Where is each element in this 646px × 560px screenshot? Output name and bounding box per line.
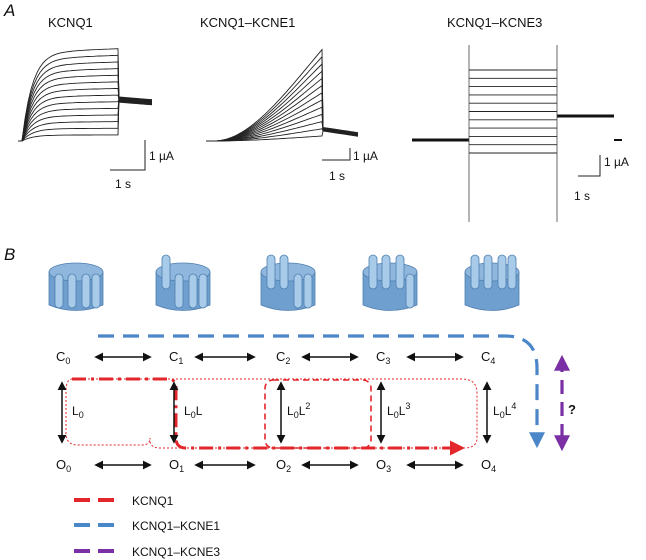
kcnq1-current-traces [18, 48, 153, 142]
unknown-transition-mark: ? [568, 402, 576, 417]
state-c4: C4 [481, 349, 495, 366]
channel-cartoon-2 [260, 254, 316, 311]
panel-b-label: B [4, 245, 15, 264]
kcnq1-outer-pathway [65, 378, 478, 449]
legend-label-kcnq1: KCNQ1 [132, 494, 174, 508]
kcnq1-trace [18, 97, 153, 142]
rate-l0l3: L0L3 [387, 401, 410, 420]
legend: KCNQ1 KCNQ1–KCNE1 KCNQ1–KCNE3 [74, 494, 220, 559]
open-states-row: O0 O1 O2 O3 O4 [56, 457, 496, 474]
scale-bar-3-current: 1 µA [604, 155, 629, 169]
legend-label-kcnq1-kcne1: KCNQ1–KCNE1 [132, 519, 220, 533]
scale-bar-1-current: 1 µA [149, 149, 174, 163]
kcnq1-kcne1-trace [206, 106, 359, 142]
kcnq1-kcne3-current-traces [412, 69, 622, 154]
rate-l0l4: L0L4 [493, 401, 516, 420]
state-c1: C1 [169, 349, 183, 366]
vertical-transitions [57, 381, 492, 444]
scale-bar-3-time: 1 s [574, 189, 590, 203]
scale-bar-2-time: 1 s [329, 169, 345, 183]
state-o4: O4 [481, 457, 496, 474]
rate-l0l: L0L [184, 404, 203, 420]
legend-label-kcnq1-kcne3: KCNQ1–KCNE3 [132, 545, 220, 559]
state-o3: O3 [376, 457, 391, 474]
kcnq1-kcne1-pathway [98, 334, 545, 449]
scale-bar-2 [322, 148, 351, 161]
channel-cartoon-0 [48, 262, 104, 311]
state-c2: C2 [276, 349, 290, 366]
kcnq1-kcne1-trace [206, 70, 359, 142]
kcnq1-kcne1-title: KCNQ1–KCNE1 [200, 15, 295, 30]
kcnq1-main-pathway [72, 377, 465, 456]
scale-bar-3 [578, 155, 601, 177]
kcnq1-trace [18, 96, 153, 142]
channel-cartoons [48, 254, 520, 311]
channel-cartoon-4 [464, 254, 520, 311]
kcnq1-trace [18, 68, 153, 142]
kcnq1-kcne3-title: KCNQ1–KCNE3 [447, 15, 542, 30]
state-c0: C0 [56, 349, 70, 366]
scale-bar-1-time: 1 s [115, 177, 131, 191]
kcnq1-kcne1-current-traces [206, 48, 359, 142]
kcnq1-kcne1-trace [206, 113, 359, 142]
scale-bar-2-current: 1 µA [353, 149, 378, 163]
state-o2: O2 [276, 457, 291, 474]
channel-cartoon-1 [155, 254, 211, 311]
rate-l0: L0 [72, 404, 84, 420]
kcnq1-inner-loop [264, 379, 372, 449]
scale-bar-1 [110, 140, 146, 171]
panel-a-label: A [3, 1, 15, 20]
state-o1: O1 [169, 457, 184, 474]
kcnq1-title: KCNQ1 [48, 15, 93, 30]
rate-l0l2: L0L2 [287, 401, 310, 420]
closed-states-row: C0 C1 C2 C3 C4 [56, 349, 495, 366]
kcnq1-kcne1-trace [206, 48, 359, 142]
channel-cartoon-3 [362, 254, 418, 311]
state-o0: O0 [56, 457, 71, 474]
state-c3: C3 [376, 349, 390, 366]
kcnq1-trace [18, 48, 153, 142]
horizontal-transitions [94, 352, 464, 470]
